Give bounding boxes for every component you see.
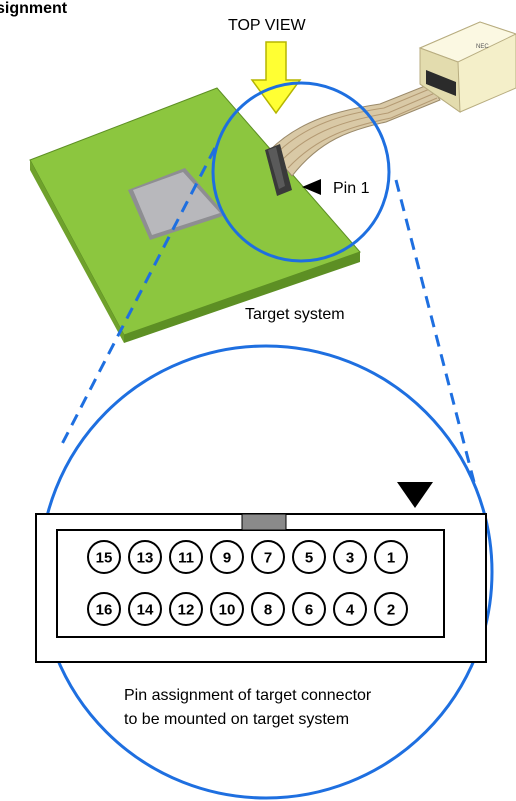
- pin-12-circle: [169, 592, 203, 626]
- pin-1-circle: [374, 540, 408, 574]
- pin-2-circle: [374, 592, 408, 626]
- pin-4-circle: [333, 592, 367, 626]
- pin-1-label: 1: [387, 550, 395, 567]
- zoom-lines: [59, 147, 476, 483]
- pin-5-label: 5: [305, 550, 313, 567]
- pin-3-circle: [333, 540, 367, 574]
- pin-6-circle: [292, 592, 326, 626]
- top-view-label: TOP VIEW: [228, 17, 307, 34]
- pin-12-label: 12: [178, 602, 195, 619]
- pin-grid: 15 13 11 9 7 5 3 1 16 14 12 10 8 6 4 2: [87, 540, 408, 626]
- pin-10-label: 10: [219, 602, 236, 619]
- pin-15-label: 15: [96, 550, 113, 567]
- pin-5-circle: [292, 540, 326, 574]
- pin-9-label: 9: [223, 550, 231, 567]
- pin-8-circle: [251, 592, 285, 626]
- board-connector: [265, 144, 292, 196]
- pin1-indicator: [397, 482, 433, 508]
- pin-6-label: 6: [305, 602, 313, 619]
- pin-2-label: 2: [387, 602, 395, 619]
- pin-9-circle: [210, 540, 244, 574]
- emulator-label: NEC: [476, 44, 489, 50]
- emulator-pod: NEC: [418, 21, 516, 113]
- pin-16-circle: [87, 592, 121, 626]
- callout-circle-small: [211, 81, 391, 263]
- target-board: [29, 87, 361, 343]
- pin-15-circle: [87, 540, 121, 574]
- pin-7-label: 7: [264, 550, 272, 567]
- pin-11-circle: [169, 540, 203, 574]
- top-view-arrow: [250, 41, 302, 115]
- ribbon-cable: [269, 83, 441, 177]
- caption-line-1: Pin assignment of target connector: [124, 687, 372, 704]
- pin-13-circle: [128, 540, 162, 574]
- pin-13-label: 13: [137, 550, 154, 567]
- heading-fragment: signment: [0, 0, 68, 17]
- pin-16-label: 16: [96, 602, 113, 619]
- pin-14-circle: [128, 592, 162, 626]
- pin-7-circle: [251, 540, 285, 574]
- target-connector: [35, 513, 487, 663]
- pin-3-label: 3: [346, 550, 354, 567]
- pin1-pointer: [302, 179, 321, 195]
- target-system-label: Target system: [245, 306, 345, 323]
- connector-key: [241, 513, 287, 531]
- caption-line-2: to be mounted on target system: [124, 711, 349, 728]
- pin-4-label: 4: [346, 602, 355, 619]
- pin1-label: Pin 1: [333, 180, 370, 197]
- pin-11-label: 11: [178, 550, 194, 567]
- pin-14-label: 14: [137, 602, 154, 619]
- chip: [128, 168, 226, 240]
- pin-10-circle: [210, 592, 244, 626]
- pin-8-label: 8: [264, 602, 272, 619]
